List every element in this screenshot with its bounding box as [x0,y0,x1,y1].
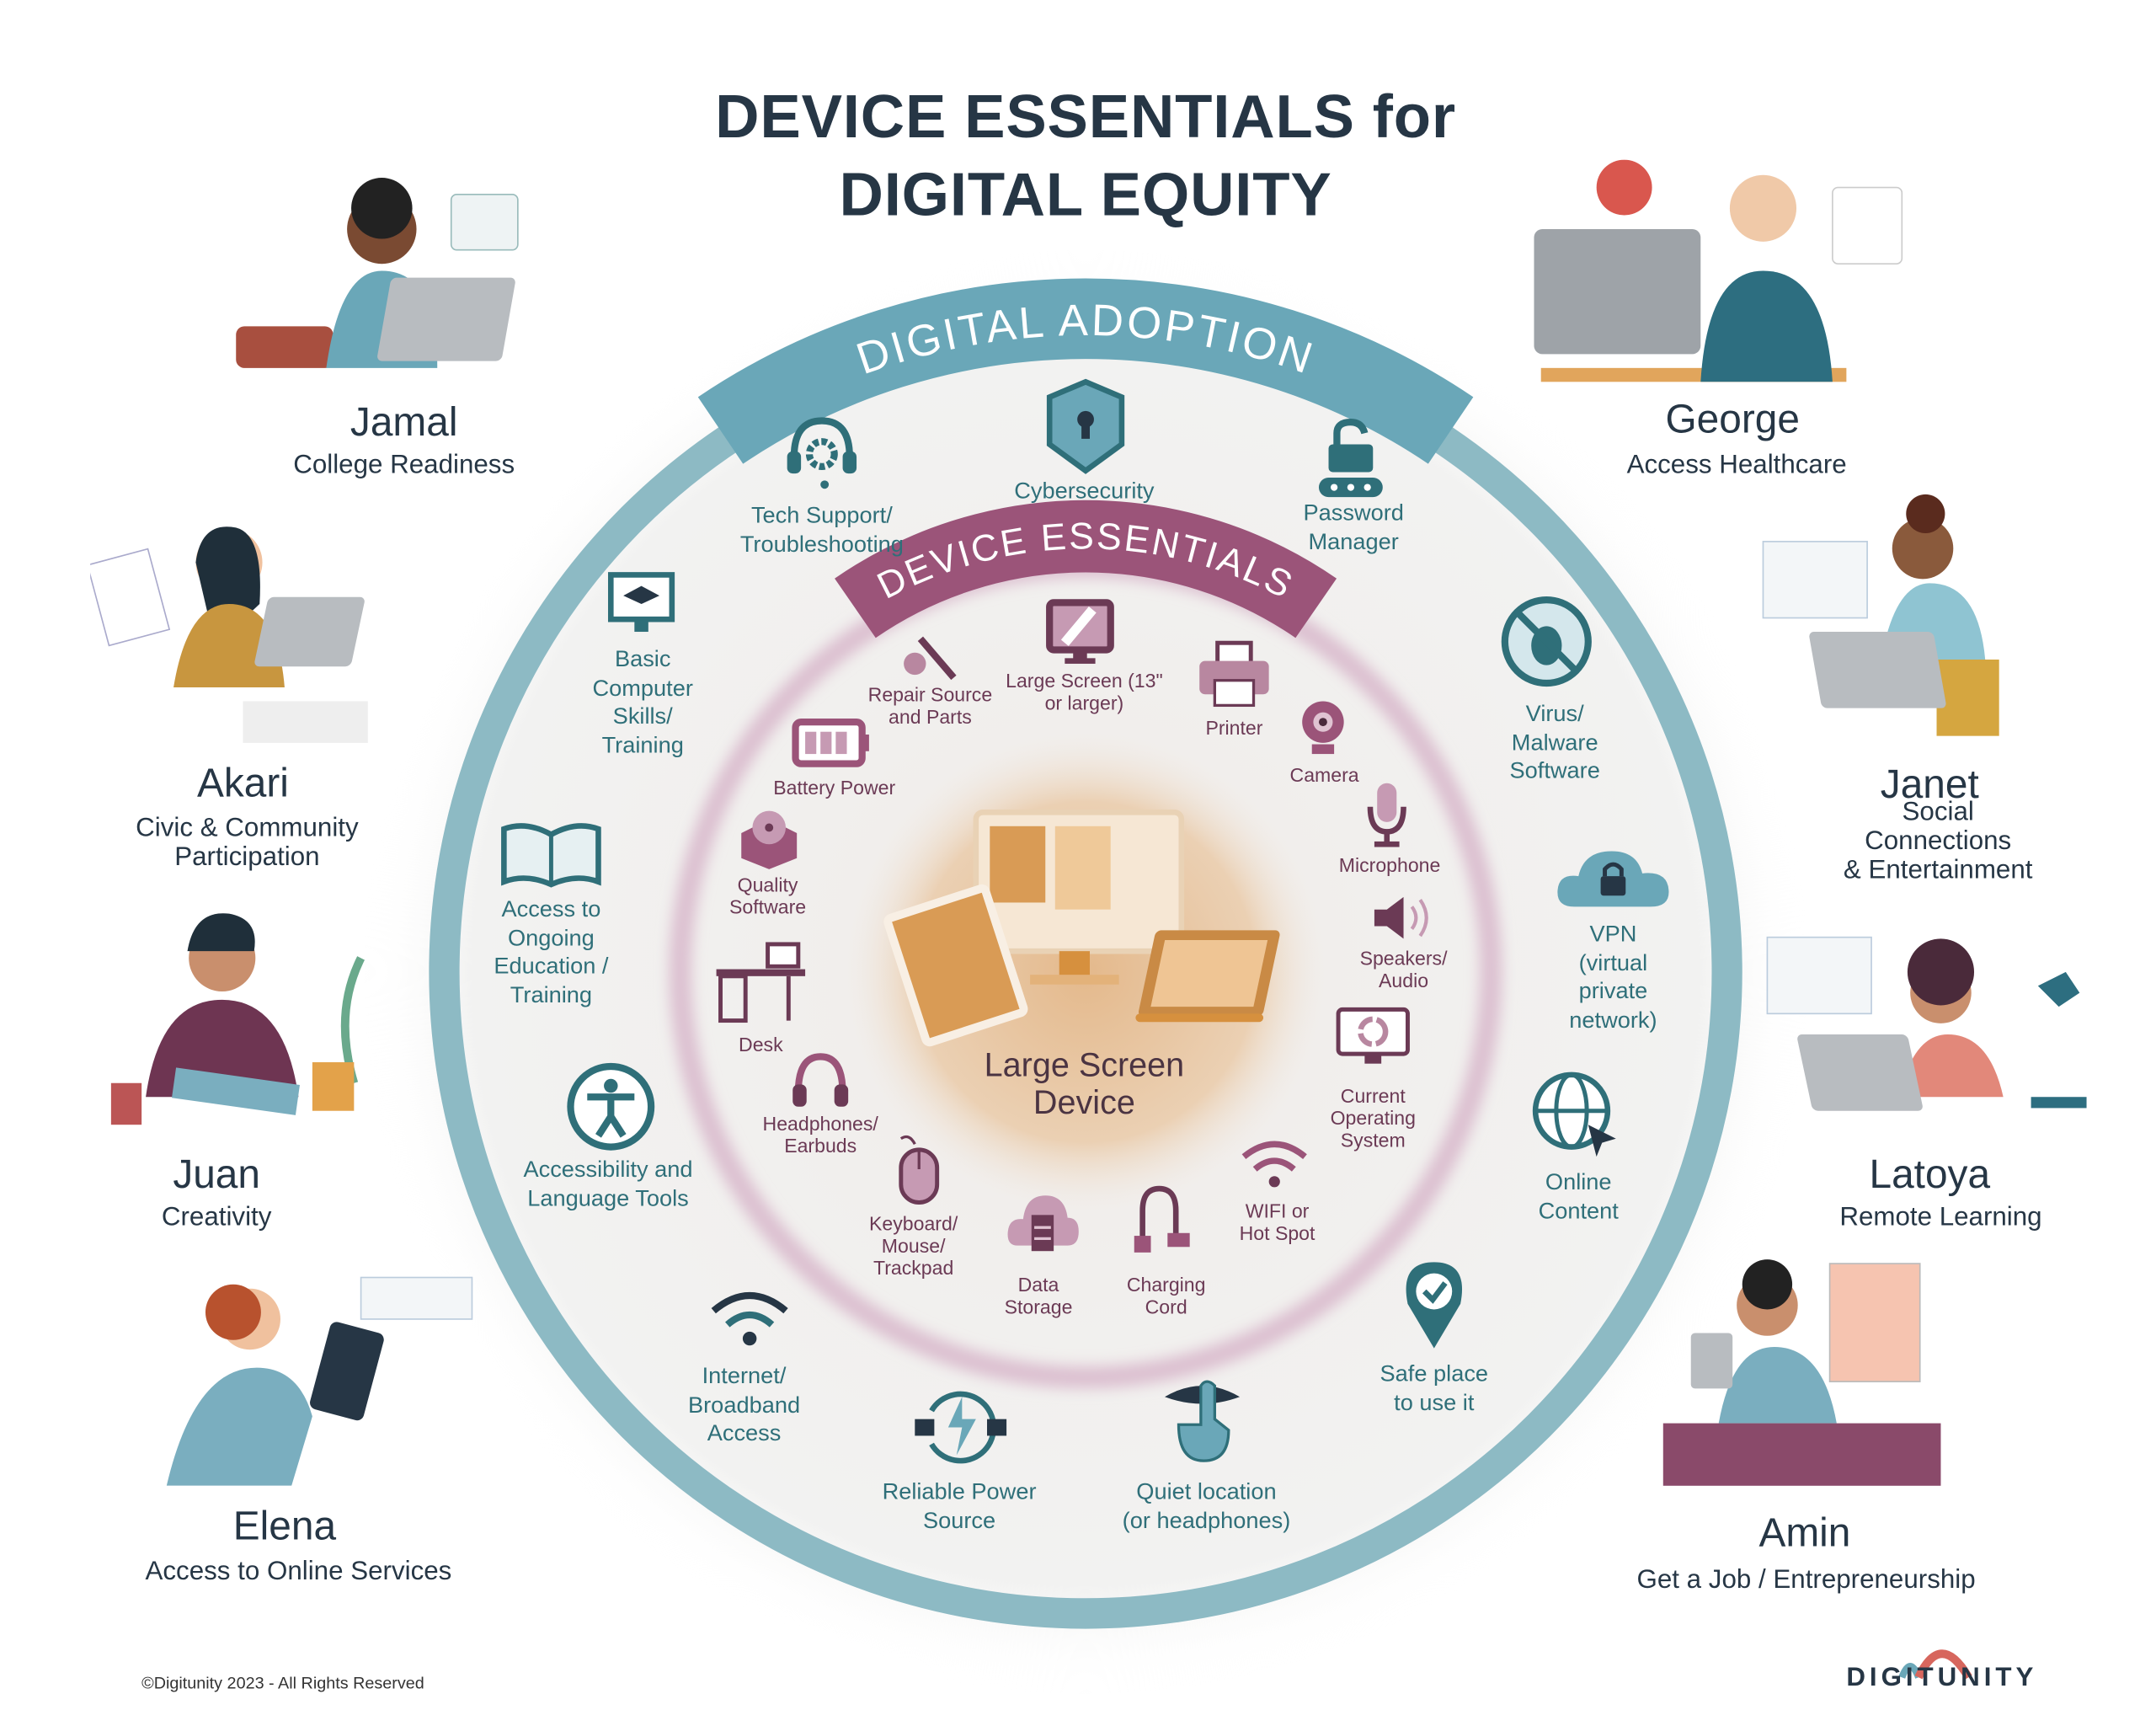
printer-icon [1199,640,1269,708]
inner-item-charging-cord: Charging Cord [1126,1273,1206,1318]
person-subtitle: Get a Job / Entrepreneurship [1636,1565,1976,1595]
person-name: George [1665,398,1800,443]
person-name: Akari [197,761,289,806]
title-line-1: DEVICE ESSENTIALS for [715,83,1456,152]
center-label: Large Screen Device [984,1046,1185,1122]
charging-cord-icon [1134,1185,1190,1253]
location-check-icon [1406,1262,1463,1349]
power-plug-icon [915,1391,1007,1464]
person-subtitle: Access to Online Services [145,1557,452,1587]
inner-item-camera: Camera [1289,763,1359,786]
outer-item-password-manager: Password Manager [1303,500,1404,554]
person-name: Amin [1758,1511,1851,1557]
george-illustration [1534,159,1903,382]
person-name: Elena [232,1504,337,1549]
wrench-gear-icon [904,636,957,681]
desk-icon [716,942,806,1023]
globe-cursor-icon [1532,1071,1616,1157]
inner-item-current-os: Current Operating System [1330,1084,1416,1152]
outer-item-ongoing-education: Access to Ongoing Education / Training [494,896,609,1007]
shush-icon [1165,1380,1241,1462]
device-essentials-banner [835,500,1337,639]
inner-item-large-screen: Large Screen (13" or larger) [1006,669,1163,714]
inner-item-quality-software: Quality Software [729,873,807,918]
wifi-icon [1241,1141,1307,1188]
elena-illustration [166,1276,473,1486]
outer-item-tech-support: Tech Support/ Troubleshooting [739,503,904,558]
inner-item-speakers-audio: Speakers/ Audio [1359,947,1448,991]
outer-item-reliable-power: Reliable Power Source [882,1479,1037,1533]
mouse-icon [899,1135,940,1205]
person-name: Latoya [1869,1152,1991,1198]
inner-item-keyboard-mouse: Keyboard/ Mouse/ Trackpad [869,1212,958,1280]
accessibility-icon [567,1062,655,1151]
person-subtitle: Access Healthcare [1626,450,1847,480]
outer-item-virus-malware: Virus/ Malware Software [1509,701,1600,784]
inner-item-printer: Printer [1205,716,1263,739]
outer-item-online-content: Online Content [1538,1169,1619,1224]
headset-gear-icon [787,417,857,489]
monitor-icon [1046,599,1114,664]
latoya-illustration [1766,936,2087,1111]
outer-item-vpn: VPN (virtual private network) [1569,922,1657,1033]
outer-item-cybersecurity: Cybersecurity [1014,478,1155,504]
shield-lock-icon [1046,378,1125,474]
headphones-icon [792,1053,849,1107]
person-subtitle: College Readiness [293,450,515,480]
speaker-icon [1374,896,1428,939]
person-subtitle: Social Connections & Entertainment [1843,798,2033,885]
amin-illustration [1662,1259,1941,1486]
outer-item-quiet-location: Quiet location (or headphones) [1122,1479,1291,1533]
digitunity-logo: DIGITUNITY [1846,1636,2068,1705]
wifi-icon [711,1291,788,1346]
akari-illustration [90,526,368,743]
os-update-icon [1336,1007,1410,1064]
digital-adoption-banner [697,278,1474,464]
outer-item-accessibility: Accessibility and Language Tools [523,1157,693,1211]
outer-item-internet-broadband: Internet/ Broadband Access [687,1364,801,1446]
software-box-icon [741,810,798,869]
juan-illustration [110,913,366,1125]
inner-item-repair-source: Repair Source and Parts [867,683,993,728]
monitor-graduation-icon [607,572,675,633]
large-screen-devices-illustration [883,810,1280,1047]
inner-item-desk: Desk [739,1033,783,1055]
bug-blocked-icon [1501,596,1592,687]
person-name: Janet [1880,762,1979,808]
title-line-2: DIGITAL EQUITY [839,161,1332,229]
jamal-illustration [236,177,519,368]
padlock-icon [1318,418,1383,498]
outer-item-safe-place: Safe place to use it [1380,1361,1489,1415]
inner-item-data-storage: Data Storage [1004,1273,1073,1318]
cloud-lock-icon [1557,851,1669,907]
microphone-icon [1367,783,1406,847]
person-name: Juan [173,1152,260,1198]
person-subtitle: Civic & Community Participation [136,813,359,873]
cloud-storage-icon [1007,1195,1079,1252]
person-name: Jamal [350,400,458,446]
webcam-icon [1302,701,1344,755]
inner-item-headphones: Headphones/ Earbuds [762,1112,878,1157]
person-subtitle: Creativity [161,1203,272,1232]
inner-item-battery-power: Battery Power [773,776,896,799]
battery-icon [792,719,869,767]
outer-item-basic-computer-skills: Basic Computer Skills/ Training [592,647,693,758]
open-book-icon [501,823,601,888]
person-subtitle: Remote Learning [1839,1203,2042,1232]
logo-text: DIGITUNITY [1846,1663,2038,1693]
inner-item-wifi-hotspot: WIFI or Hot Spot [1239,1200,1315,1244]
copyright: ©Digitunity 2023 - All Rights Reserved [141,1673,424,1693]
inner-item-microphone: Microphone [1338,853,1441,877]
janet-illustration [1762,494,1999,736]
